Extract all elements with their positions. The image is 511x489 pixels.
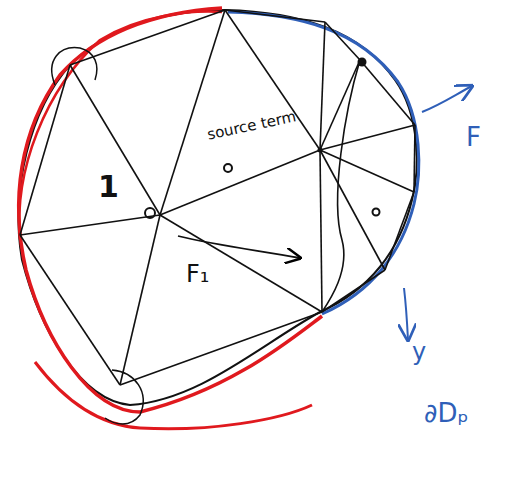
normal-label: y bbox=[412, 340, 426, 364]
outward-arrow bbox=[404, 288, 408, 340]
boundary-flux-label: F bbox=[466, 124, 481, 150]
flux-label: F₁ bbox=[186, 262, 209, 286]
red-boundary bbox=[19, 8, 322, 412]
red-boundary-stroke bbox=[19, 12, 222, 240]
flux-arrow bbox=[178, 236, 300, 258]
mesh-node bbox=[145, 208, 155, 218]
angle-arc bbox=[52, 48, 97, 85]
mesh-node bbox=[358, 58, 367, 67]
outward-arrow bbox=[422, 86, 472, 112]
boundary-label: ∂Dₚ bbox=[424, 400, 469, 426]
mesh-node bbox=[373, 209, 380, 216]
source-label: source term bbox=[206, 109, 297, 142]
angle-arc bbox=[105, 370, 143, 424]
source-point bbox=[224, 164, 232, 172]
mesh-edges bbox=[20, 10, 415, 385]
mesh-node bbox=[318, 148, 323, 153]
domain-outline bbox=[19, 10, 417, 405]
region-number: 1 bbox=[98, 172, 119, 202]
red-boundary-stroke bbox=[35, 362, 312, 429]
